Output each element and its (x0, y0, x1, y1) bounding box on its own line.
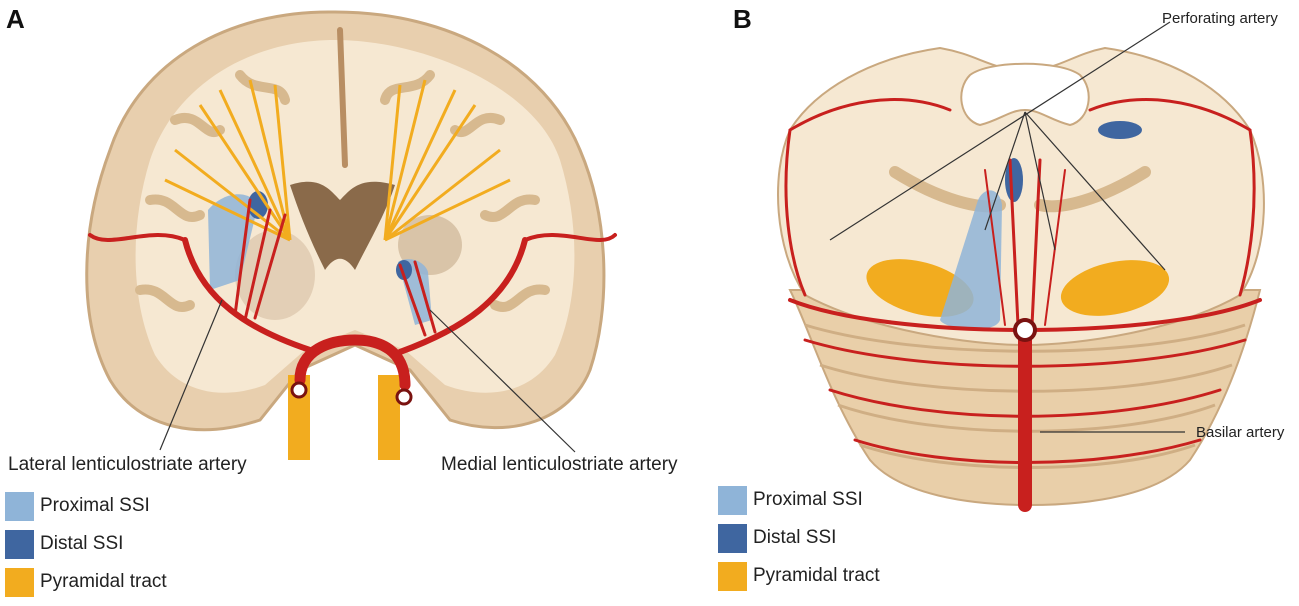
legend-label: Distal SSI (40, 533, 124, 554)
distal-ssi-swatch (5, 530, 34, 559)
right-artery-lumen (395, 388, 413, 406)
legend-label: Proximal SSI (753, 489, 863, 510)
legend-label: Pyramidal tract (753, 565, 880, 586)
basilar-artery-label: Basilar artery (1196, 424, 1285, 441)
distal-ssi-swatch (718, 524, 747, 553)
pyramidal-tract-right (1060, 260, 1170, 316)
panel-a-letter: A (6, 4, 25, 34)
perforating-artery-label: Perforating artery (1162, 10, 1278, 27)
proximal-ssi-swatch (718, 486, 747, 515)
pons-illustration (777, 21, 1265, 512)
legend-label: Distal SSI (753, 527, 837, 548)
legend-label: Pyramidal tract (40, 571, 167, 592)
pyramidal-tract-swatch (5, 568, 34, 597)
right-tract-column (378, 375, 400, 460)
medial-callout-line (429, 309, 576, 453)
ventricles (290, 181, 395, 270)
pyramidal-tracts (164, 79, 511, 242)
fourth-ventricle (960, 62, 1090, 127)
perforating-callout-line-1 (829, 21, 1171, 241)
left-artery-lumen (290, 381, 308, 399)
basilar-lumen (1013, 318, 1037, 342)
coronal-brain-illustration (85, 10, 617, 460)
arteries (88, 198, 617, 391)
medial-lenticulostriate-label: Medial lenticulostriate artery (441, 454, 678, 475)
panel-b-letter: B (733, 4, 752, 34)
lateral-lenticulostriate-label: Lateral lenticulostriate artery (8, 454, 247, 475)
perforating-callout-line-2 (1024, 111, 1166, 271)
transverse-fibers-right (1034, 166, 1151, 213)
perforating-callout-line-3 (984, 111, 1026, 231)
pons-arteries (784, 98, 1262, 512)
gyri (135, 27, 550, 312)
lateral-callout-line (159, 299, 223, 451)
distal-ssi-lateral (1098, 121, 1142, 139)
pyramidal-tract-swatch (718, 562, 747, 591)
legend-label: Proximal SSI (40, 495, 150, 516)
proximal-ssi-swatch (5, 492, 34, 521)
left-basal-ganglia (235, 230, 315, 320)
perforating-callout-line-4 (1024, 111, 1056, 251)
